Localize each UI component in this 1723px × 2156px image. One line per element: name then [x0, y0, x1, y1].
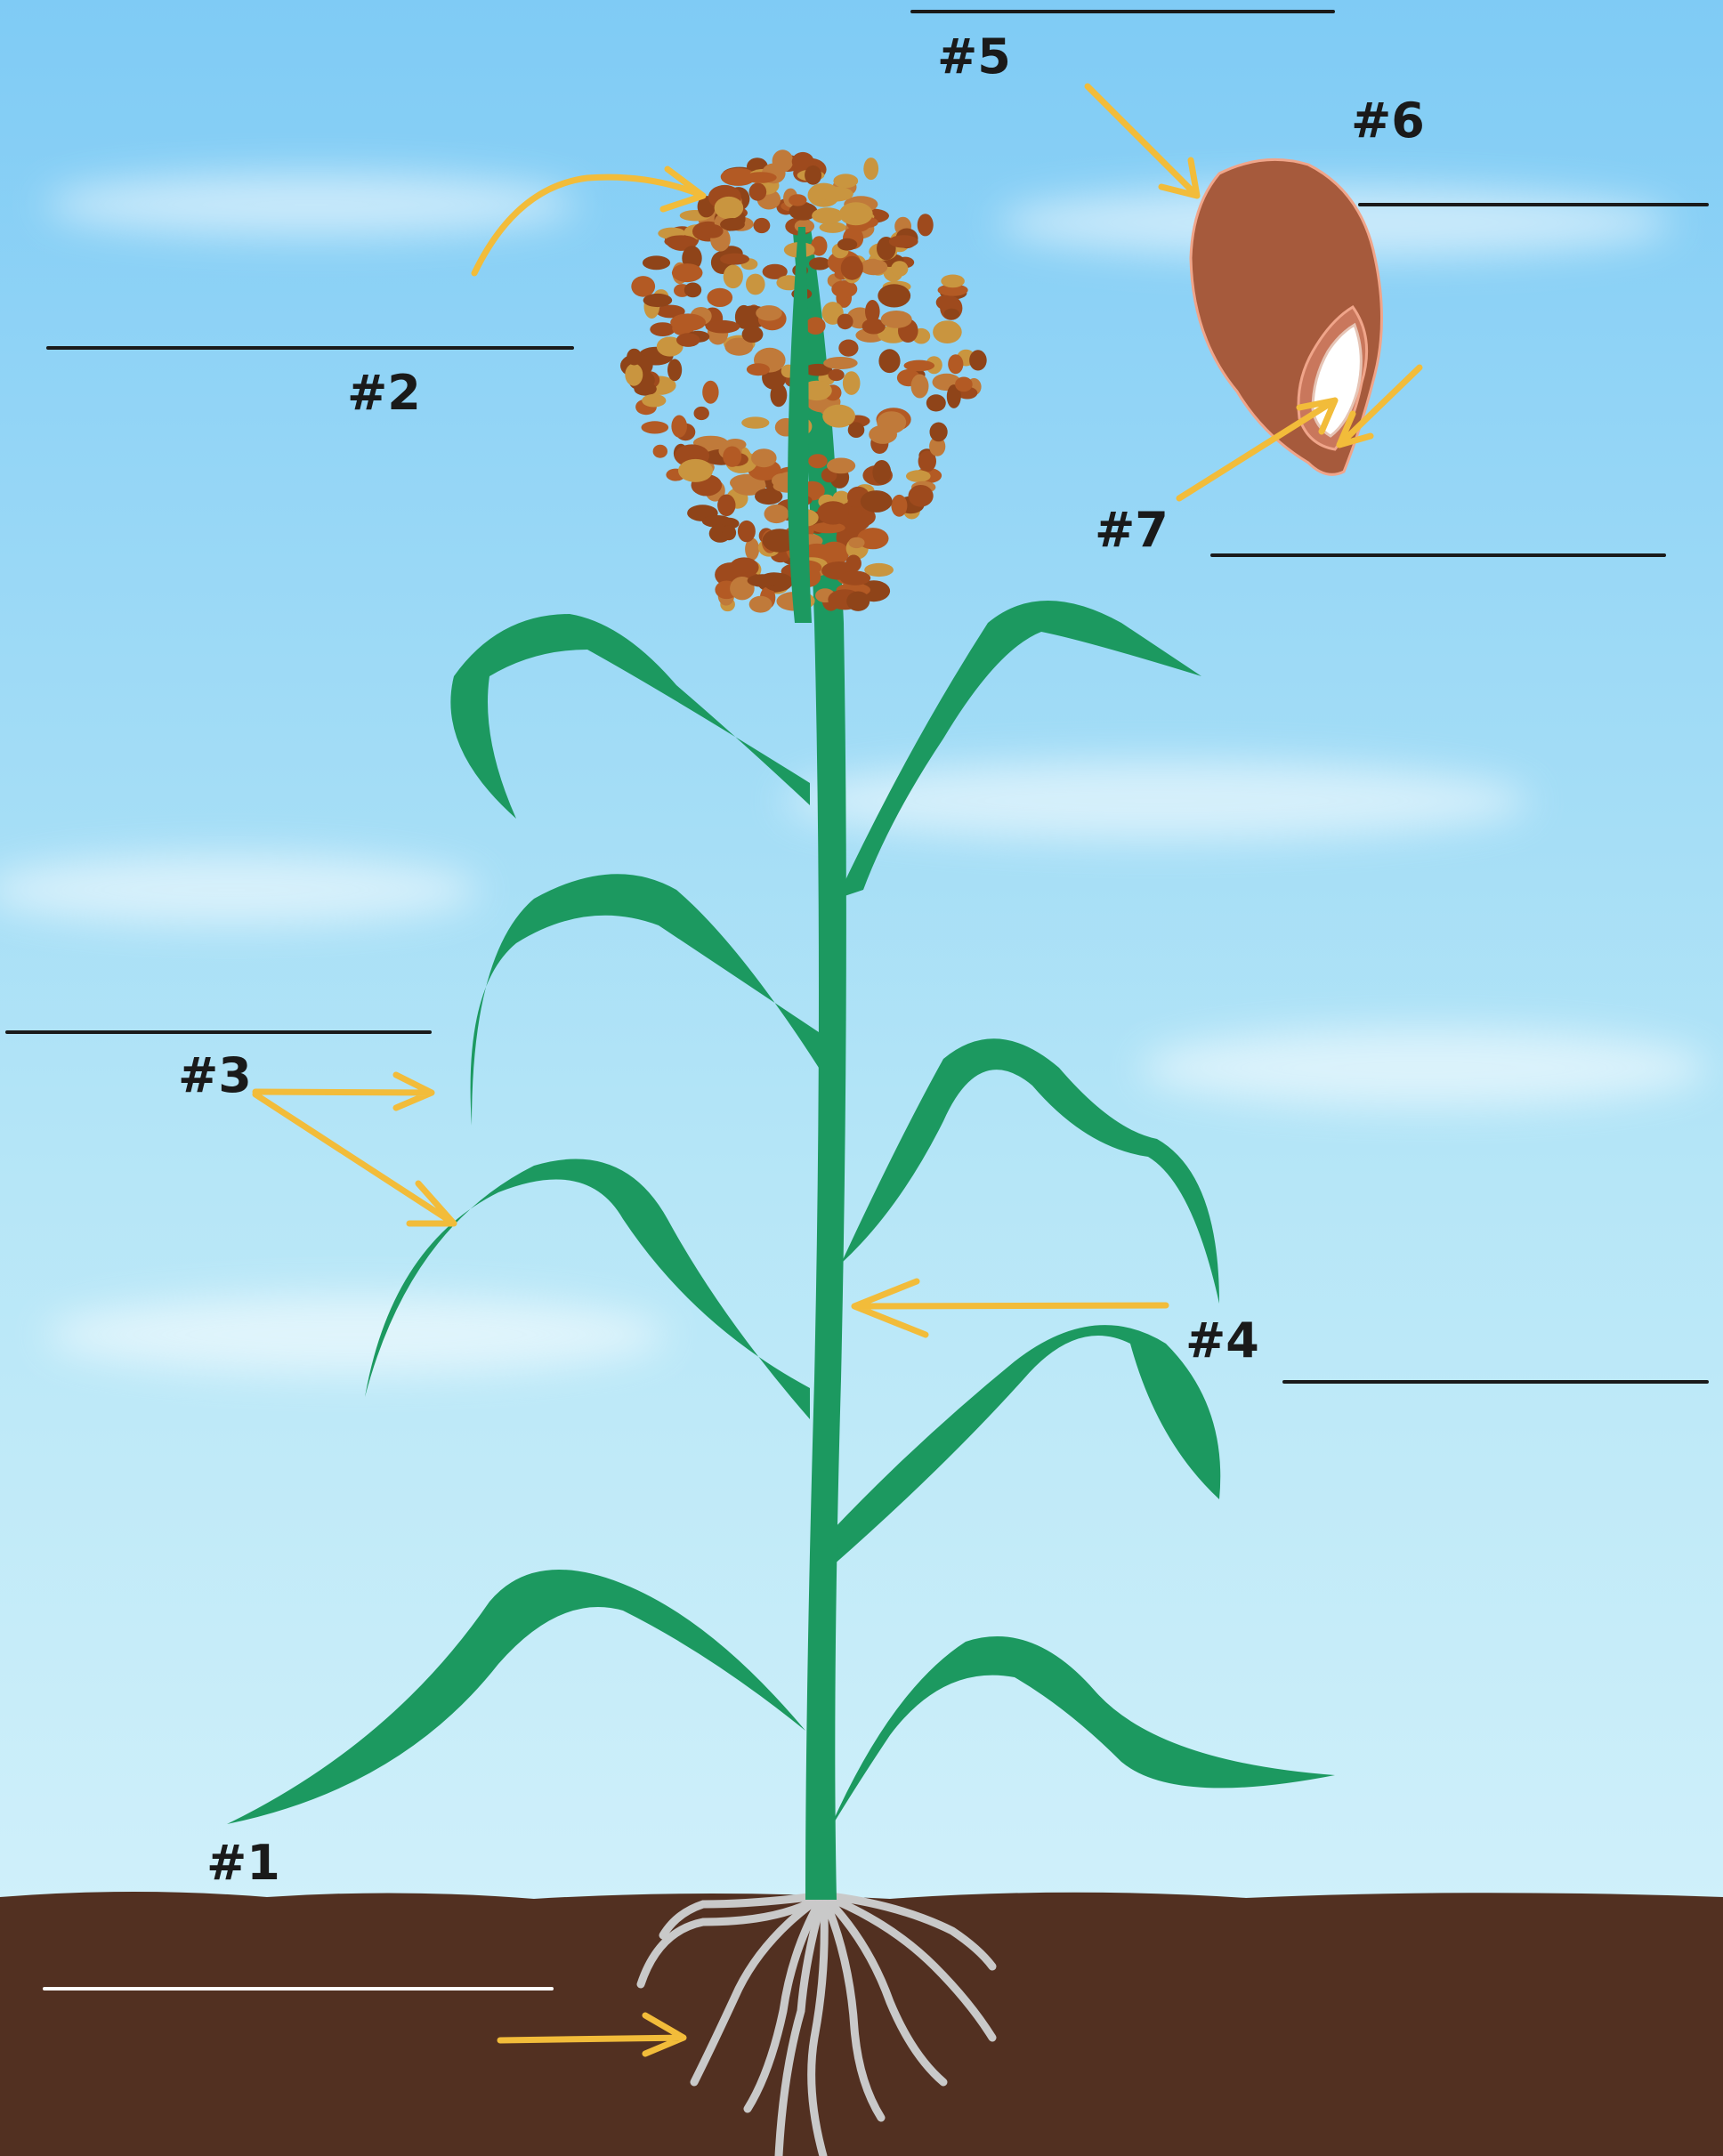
grain — [670, 313, 706, 331]
grain — [881, 311, 912, 328]
grain — [891, 495, 907, 517]
grain — [833, 174, 858, 188]
grain — [741, 416, 769, 428]
grain — [720, 254, 749, 265]
label-2: #2 — [347, 365, 421, 421]
grain — [948, 354, 963, 374]
grain — [667, 359, 682, 381]
grain — [860, 259, 887, 275]
label-1: #1 — [206, 1835, 280, 1891]
grain — [848, 422, 865, 438]
grain — [747, 363, 770, 375]
grain — [653, 445, 667, 458]
grain — [751, 448, 777, 467]
grain — [839, 202, 873, 225]
grain — [863, 157, 878, 180]
grain — [749, 596, 773, 613]
grain — [805, 317, 825, 335]
grain — [933, 320, 962, 343]
grain — [878, 349, 900, 373]
grain — [904, 360, 935, 372]
grain — [837, 238, 857, 251]
grain — [627, 349, 642, 366]
grain — [678, 459, 713, 482]
grain — [684, 283, 701, 298]
grain — [817, 501, 849, 524]
label-7: #7 — [1095, 502, 1169, 558]
grain — [756, 305, 782, 320]
grain — [724, 265, 743, 289]
grain — [861, 490, 893, 513]
grain — [694, 407, 709, 420]
grain — [889, 235, 918, 247]
grain — [911, 375, 929, 399]
grain — [829, 369, 845, 381]
grain — [643, 294, 673, 307]
grain — [837, 314, 853, 330]
grain — [941, 275, 965, 288]
grain — [805, 166, 821, 185]
grain — [808, 454, 828, 468]
grain — [909, 485, 934, 507]
label-3: #3 — [178, 1047, 252, 1103]
soil-ground — [0, 1892, 1723, 2156]
grain — [746, 274, 765, 295]
grain — [672, 263, 703, 282]
grain — [955, 377, 973, 392]
grain — [872, 460, 891, 485]
grain — [843, 371, 861, 395]
grain — [715, 197, 744, 219]
grain — [930, 423, 948, 442]
grain — [742, 326, 764, 343]
grain — [789, 194, 806, 206]
grain — [926, 394, 946, 411]
grain — [754, 218, 771, 233]
grain — [764, 505, 789, 523]
grain — [722, 525, 736, 540]
grain — [869, 425, 897, 444]
grain — [671, 416, 687, 438]
grain — [738, 521, 756, 542]
grain — [812, 207, 844, 223]
grain — [642, 394, 666, 408]
label-6: #6 — [1351, 93, 1425, 149]
grain — [745, 172, 777, 183]
grain — [708, 288, 733, 307]
grain — [838, 340, 858, 357]
grain — [891, 261, 908, 277]
grain — [723, 447, 741, 467]
grain — [702, 381, 718, 404]
grain — [823, 357, 858, 369]
grain — [827, 458, 855, 474]
grain — [809, 257, 830, 270]
grain — [878, 284, 910, 307]
grain — [848, 537, 864, 548]
grain — [944, 309, 960, 319]
grain — [864, 563, 894, 577]
grain — [841, 256, 863, 280]
grain — [969, 350, 987, 370]
label-5: #5 — [937, 28, 1011, 85]
grain — [625, 364, 643, 386]
grain — [918, 214, 934, 236]
grain — [818, 187, 853, 202]
grain — [822, 405, 855, 428]
grain — [631, 276, 655, 297]
grain — [642, 421, 669, 433]
grain — [720, 218, 745, 230]
grain — [702, 224, 724, 238]
grain — [846, 592, 870, 611]
grain — [749, 183, 767, 201]
grain — [717, 495, 735, 517]
grain — [748, 574, 779, 587]
grain — [706, 320, 740, 334]
grain — [676, 333, 700, 347]
grain — [906, 470, 931, 482]
grain — [643, 255, 670, 270]
label-4: #4 — [1185, 1312, 1259, 1369]
